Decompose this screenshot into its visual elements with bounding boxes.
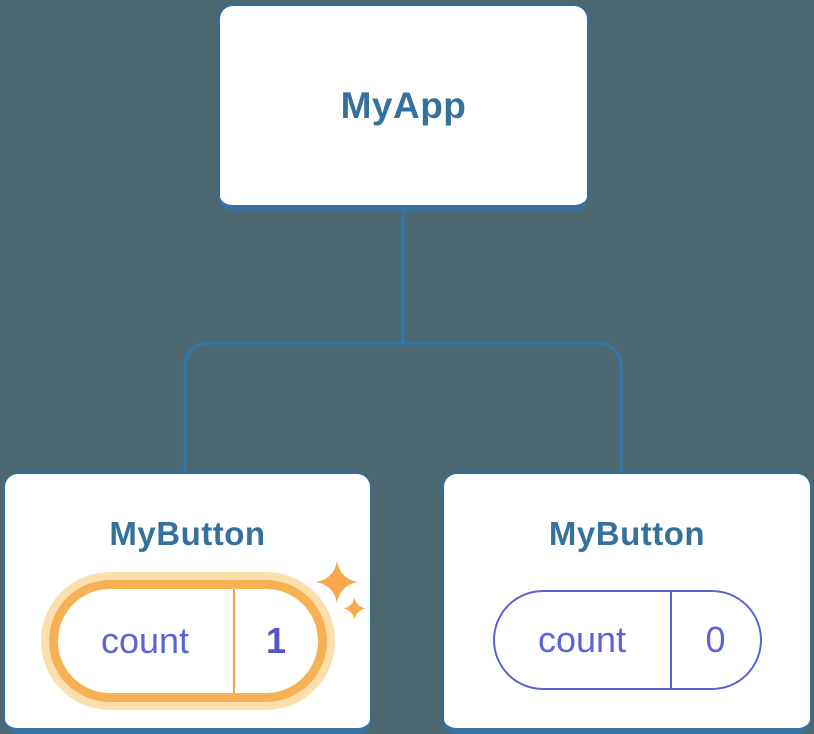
state-value-cell: 0 xyxy=(672,592,760,688)
sparkle-icon-large xyxy=(316,561,358,603)
sparkle-icon-small xyxy=(343,597,366,620)
state-key-cell: count xyxy=(495,592,672,688)
node-label: MyButton xyxy=(548,515,706,552)
node-label: MyButton xyxy=(109,515,266,552)
node-label: MyApp xyxy=(340,84,467,126)
state-value: 1 xyxy=(265,620,287,661)
state-value: 0 xyxy=(705,619,726,660)
state-key-cell: count xyxy=(58,589,235,693)
node-mybutton-2: MyButton count 0 xyxy=(442,472,812,734)
connector-branch-bracket xyxy=(183,341,623,474)
state-key: count xyxy=(100,620,190,661)
node-myapp: MyApp xyxy=(218,4,589,211)
state-key: count xyxy=(537,619,627,660)
state-pill-highlighted: count 1 xyxy=(48,580,327,702)
state-pill: count 0 xyxy=(492,590,762,690)
state-value-cell: 1 xyxy=(235,589,318,693)
node-mybutton-1: MyButton count 1 xyxy=(3,472,372,734)
